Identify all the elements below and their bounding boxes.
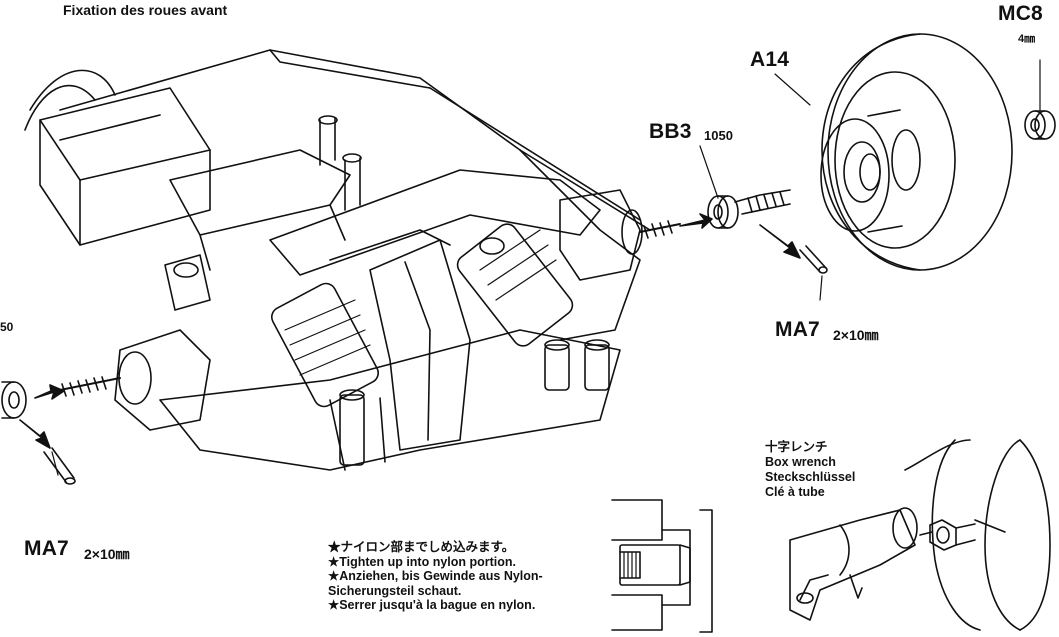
bearing-bb3-right bbox=[707, 189, 791, 229]
box-wrench-detail bbox=[789, 439, 1051, 631]
label-mc8: MC8 bbox=[998, 2, 1043, 25]
label-ma7-right-size: 2×10㎜ bbox=[833, 327, 879, 343]
label-mc8-size: 4㎜ bbox=[1018, 33, 1036, 45]
tool-line-fr: Clé à tube bbox=[765, 485, 825, 499]
nylon-nut-detail bbox=[611, 499, 713, 633]
label-bb3-num: 1050 bbox=[704, 128, 733, 143]
tool-line-de: Steckschlüssel bbox=[765, 470, 856, 484]
arrows bbox=[19, 213, 801, 449]
leader-lines bbox=[51, 59, 1041, 476]
label-bb3: BB3 bbox=[649, 120, 692, 143]
tool-label: 十字レンチ Box wrench Steckschlüssel Clé à tu… bbox=[765, 440, 855, 500]
note-line-en: ★Tighten up into nylon portion. bbox=[328, 554, 517, 569]
bearing-left bbox=[1, 381, 27, 419]
label-ma7-left-size: 2×10㎜ bbox=[84, 546, 130, 562]
label-left-fragment: 50 bbox=[0, 320, 14, 334]
note-line-de-1: ★Anziehen, bis Gewinde aus Nylon- bbox=[328, 569, 543, 583]
nut-mc8 bbox=[1024, 110, 1056, 140]
tool-line-ja: 十字レンチ bbox=[765, 440, 828, 454]
note-line-de-2: Sicherungsteil schaut. bbox=[328, 583, 462, 598]
pin-ma7-right bbox=[799, 245, 828, 274]
label-a14: A14 bbox=[750, 48, 790, 71]
tool-line-en: Box wrench bbox=[765, 455, 836, 469]
pin-ma7-left bbox=[43, 447, 76, 485]
section-subtitle: Fixation des roues avant bbox=[63, 2, 228, 18]
note-line-ja: ★ナイロン部までしめ込みます。 bbox=[328, 540, 515, 554]
label-ma7-left: MA7 bbox=[24, 537, 69, 560]
wheel-a14 bbox=[820, 33, 1013, 271]
label-ma7-right: MA7 bbox=[775, 318, 820, 341]
instruction-note: ★ナイロン部までしめ込みます。 ★Tighten up into nylon p… bbox=[328, 540, 543, 613]
note-line-fr: ★Serrer jusqu'à la bague en nylon. bbox=[328, 598, 536, 612]
chassis-drawing bbox=[24, 49, 681, 471]
